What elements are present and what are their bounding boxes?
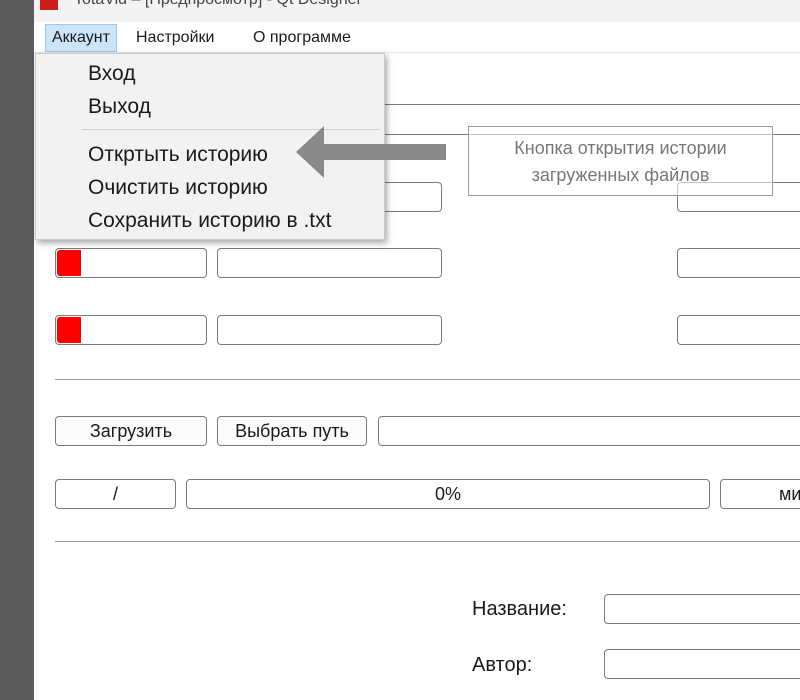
- row2-red-indicator: [57, 250, 81, 276]
- annotation-arrow-icon: [296, 126, 446, 178]
- divider-1: [55, 379, 800, 380]
- menu-settings[interactable]: Настройки: [136, 29, 215, 46]
- row2-right-field[interactable]: [677, 248, 800, 278]
- app-icon: [40, 0, 58, 10]
- progress-bar: 0%: [186, 479, 710, 509]
- author-label: Автор:: [472, 654, 533, 676]
- annotation-callout: Кнопка открытия истории загруженных файл…: [468, 126, 773, 196]
- row3-right-field[interactable]: [677, 315, 800, 345]
- divider-2: [55, 541, 800, 542]
- menu-account[interactable]: Аккаунт: [45, 24, 117, 52]
- title-label: Название:: [472, 598, 567, 620]
- path-field[interactable]: [378, 416, 800, 446]
- row3-red-indicator: [57, 317, 81, 343]
- menu-item-clear-history[interactable]: Очистить историю: [88, 176, 268, 199]
- menu-item-logout[interactable]: Выход: [88, 95, 151, 118]
- menu-about[interactable]: О программе: [253, 29, 351, 46]
- top-field[interactable]: [380, 104, 800, 105]
- row2-name-field[interactable]: [217, 248, 442, 278]
- row3-name-field[interactable]: [217, 315, 442, 345]
- title-input[interactable]: [604, 594, 800, 624]
- row3-status-field[interactable]: [55, 315, 207, 345]
- menubar: Аккаунт Настройки О программе: [34, 22, 800, 53]
- window-title: TotaVid – [Предпросмотр] - Qt Designer: [74, 0, 362, 9]
- counter-field: /: [55, 479, 176, 509]
- choose-path-button[interactable]: Выбрать путь: [217, 416, 367, 446]
- menu-item-save-history[interactable]: Сохранить историю в .txt: [88, 209, 332, 232]
- author-input[interactable]: [604, 649, 800, 679]
- load-button[interactable]: Загрузить: [55, 416, 207, 446]
- row2-status-field[interactable]: [55, 248, 207, 278]
- menu-item-open-history[interactable]: Откртыть историю: [88, 143, 268, 166]
- menu-item-login[interactable]: Вход: [88, 62, 136, 85]
- menu-separator: [82, 129, 380, 130]
- title-bar: TotaVid – [Предпросмотр] - Qt Designer: [34, 0, 800, 22]
- time-field: ми: [720, 479, 800, 509]
